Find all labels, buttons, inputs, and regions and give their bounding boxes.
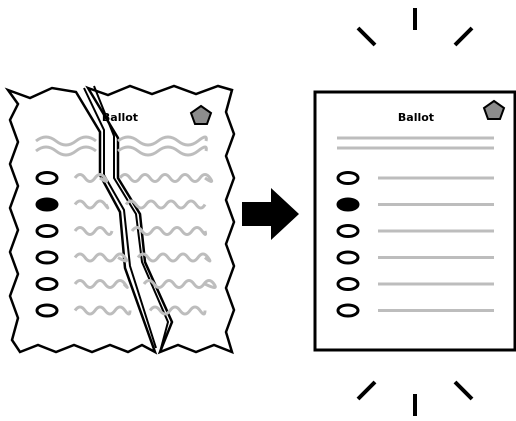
choice-oval-empty [338, 252, 358, 263]
restored-ballot: Ballot [315, 92, 515, 350]
damaged-ballot-title: Ballot [102, 111, 138, 124]
damaged-ballot: Ballot [8, 86, 234, 352]
choice-oval-filled [37, 199, 57, 210]
choice-oval-empty [338, 279, 358, 290]
choice-oval-empty [37, 173, 57, 184]
choice-oval-empty [37, 279, 57, 290]
choice-oval-empty [37, 305, 57, 316]
restored-ballot-title: Ballot [398, 111, 434, 124]
choice-oval-empty [338, 226, 358, 237]
choice-oval-empty [338, 173, 358, 184]
choice-oval-empty [37, 226, 57, 237]
choice-oval-empty [338, 305, 358, 316]
choice-oval-empty [37, 252, 57, 263]
sparkle-ray [455, 28, 472, 45]
sparkle-ray [358, 28, 375, 45]
choice-oval-filled [338, 199, 358, 210]
sparkle-ray [358, 382, 375, 399]
right-arrow-icon [242, 188, 299, 240]
sparkle-ray [455, 382, 472, 399]
